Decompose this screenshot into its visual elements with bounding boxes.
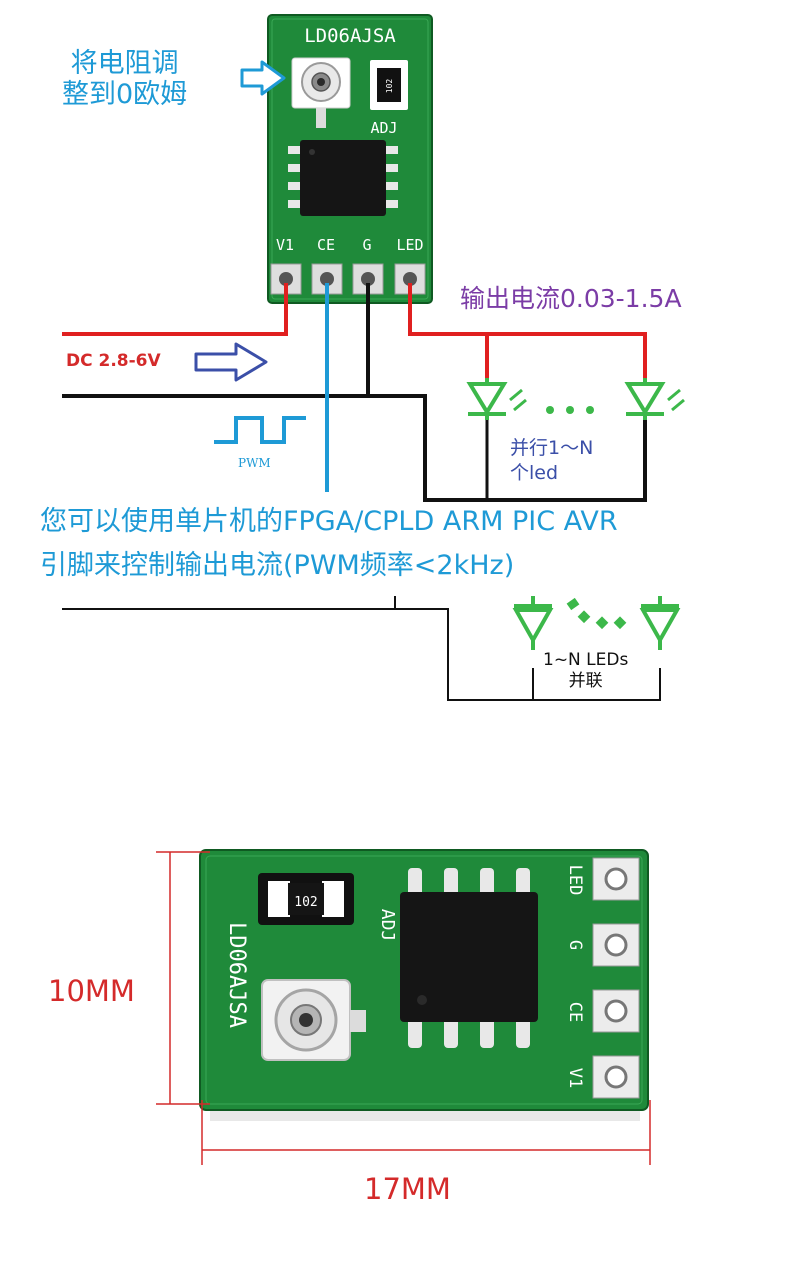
- top-resistor-code: 102: [385, 79, 394, 94]
- bottom-pin-label-led: LED: [565, 865, 585, 896]
- output-current-label: 输出电流0.03-1.5A: [460, 284, 682, 313]
- bottom-pin-label-g: G: [565, 940, 585, 950]
- led-right-bottom: [639, 596, 681, 650]
- top-resistor: 102: [370, 60, 408, 110]
- top-pin-label-led: LED: [396, 236, 423, 254]
- adjust-note: 将电阻调 整到0欧姆: [62, 48, 187, 110]
- mcu-note-line2: 引脚来控制输出电流(PWM频率<2kHz): [40, 550, 515, 581]
- bottom-trimmer-pot: [261, 979, 366, 1061]
- wire-red-output: [408, 283, 647, 378]
- parallel-led-note-line1: 并行1～N: [510, 437, 594, 459]
- bottom-pin-pads: [592, 857, 640, 1099]
- led-ellipsis-bottom: [566, 597, 627, 630]
- top-pin-labels: V1 CE G LED: [276, 236, 424, 254]
- width-dimension-label: 17MM: [364, 1172, 451, 1206]
- adjust-note-line2: 整到0欧姆: [62, 79, 188, 111]
- led-left-top: [466, 378, 527, 420]
- wire-black-ground: [62, 283, 647, 502]
- top-board-model: LD06AJSA: [304, 25, 396, 47]
- parallel-led-note-line2: 个led: [510, 461, 559, 484]
- bottom-pin-label-ce: CE: [565, 1002, 585, 1022]
- led-ellipsis-top: [546, 406, 594, 414]
- bottom-resistor: 102: [258, 873, 354, 925]
- top-pin-label-ce: CE: [317, 236, 335, 254]
- leds-parallel-note-line2: 并联: [568, 671, 603, 692]
- mcu-note-line1: 您可以使用单片机的FPGA/CPLD ARM PIC AVR: [40, 506, 618, 537]
- top-pin-label-v1: V1: [276, 236, 294, 254]
- top-trimmer-pot: [291, 57, 351, 128]
- top-adj-label: ADJ: [370, 119, 397, 137]
- leds-parallel-note: 1~N LEDs 并联: [543, 650, 628, 693]
- dimension-width: [201, 1100, 651, 1165]
- bottom-pcb-board: LD06AJSA 102 ADJ: [199, 849, 649, 1121]
- top-ic-chip: [288, 140, 398, 216]
- led-left-bottom: [512, 596, 554, 650]
- bottom-ic-chip: [400, 868, 538, 1048]
- top-pin-label-g: G: [362, 236, 371, 254]
- led-right-top: [624, 378, 685, 420]
- leds-parallel-note-line1: 1~N LEDs: [543, 650, 629, 670]
- wire-black-lower: [62, 596, 661, 701]
- height-dimension-label: 10MM: [48, 974, 135, 1008]
- top-pcb-board: LD06AJSA 102 ADJ: [267, 14, 433, 304]
- bottom-resistor-code: 102: [294, 895, 317, 910]
- adjust-note-line1: 将电阻调: [70, 48, 179, 79]
- bottom-pin-label-v1: V1: [565, 1068, 585, 1088]
- pwm-label: PWM: [238, 456, 271, 470]
- input-arrow: [194, 342, 268, 382]
- wire-red-input: [62, 283, 288, 336]
- parallel-led-note: 并行1～N 个led: [510, 436, 593, 485]
- bottom-pin-labels: LED G CE V1: [565, 865, 585, 1089]
- adjust-pointer-arrow: [240, 60, 286, 96]
- input-voltage-label: DC 2.8-6V: [66, 351, 161, 371]
- pwm-waveform: [214, 416, 306, 444]
- dimension-height: [156, 851, 210, 1105]
- bottom-board-model: LD06AJSA: [224, 922, 249, 1028]
- bottom-adj-label: ADJ: [377, 909, 398, 942]
